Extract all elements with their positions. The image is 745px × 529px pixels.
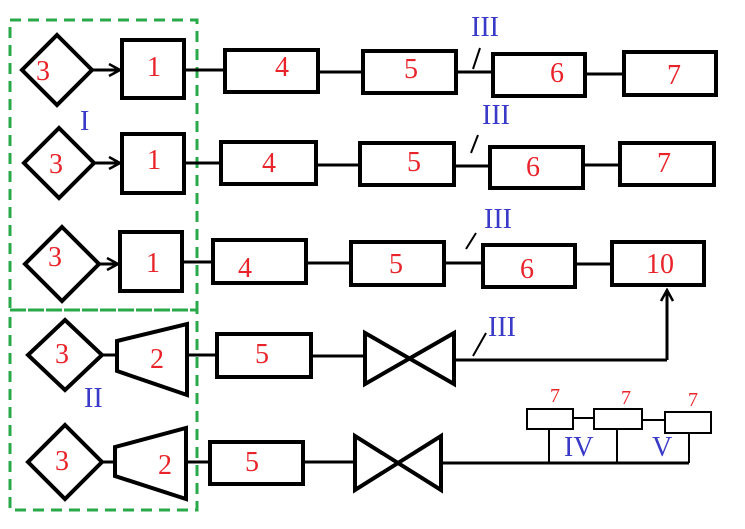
row-2-box-7 [618,141,716,187]
row-1-box-7 [622,50,718,97]
row-3-box-4 [211,238,308,285]
group-ii-label: II [84,383,103,414]
row-1-box-5-label: 5 [404,54,418,85]
row-5-box-5 [208,440,305,486]
group-i-label: I [80,106,89,137]
row-5-diamond-label: 3 [55,446,69,477]
row-2-box-4-label: 4 [262,148,276,179]
row-5-unit-compressor [113,425,188,502]
section-iv-label: IV [564,432,594,463]
row-2: 3 1 4 5 III 6 7 [21,100,716,201]
row-2-box-5 [358,141,456,187]
row-3: 3 1 4 5 III 6 10 [22,204,706,304]
row-3-unit-box [118,230,184,293]
row-1-unit-box [120,38,186,100]
row-2-diamond-label: 3 [49,149,63,180]
row-1-box-4 [223,48,320,94]
row-1-box-4-label: 4 [275,52,289,83]
row-4-unit-label: 2 [150,344,164,375]
row-1-diamond [19,32,95,108]
row-3-diamond-label: 3 [48,242,62,273]
row-2-box-4 [219,140,318,186]
row-1-box-5 [361,49,458,95]
row-1-unit-label: 1 [147,52,161,83]
row-5-valve [353,432,443,494]
row-2-box-7-label: 7 [657,148,671,179]
group-i-boundary [8,18,199,312]
row-4-unit-compressor [115,321,189,398]
row-5-unit-label: 2 [158,450,172,481]
row-3-box-10 [610,240,706,287]
row-4-box-5 [215,332,313,379]
row-1-marker-iii: III [471,12,499,43]
row-3-box-6 [481,243,577,289]
row-1: 3 1 4 5 III 6 7 [19,12,718,108]
consumer-box-2 [593,408,643,430]
row-3-marker-iii: III [484,204,512,235]
section-v-label: V [652,432,672,463]
row-1-diamond-label: 3 [36,56,50,87]
row-4-diamond-label: 3 [55,339,69,370]
row-2-box-6-label: 6 [526,152,540,183]
row-4: 3 2 5 III [25,290,667,398]
row-2-diamond [21,125,97,201]
row-2-unit-label: 1 [147,145,161,176]
row-1-box-6 [491,52,587,98]
row-3-box-5-label: 5 [389,249,403,280]
consumer-box-1-label: 7 [550,385,560,407]
row-3-unit-label: 1 [146,248,160,279]
row-4-valve [363,329,456,388]
consumer-box-1 [526,408,574,430]
row-5-diamond [25,422,105,502]
row-2-marker-iii: III [482,100,510,131]
row-1-box-7-label: 7 [667,60,681,91]
consumer-box-2-label: 7 [621,387,631,409]
group-ii-boundary [8,308,199,512]
row-5: 3 2 5 [25,422,689,502]
consumer-box-3 [664,411,712,434]
row-1-box-6-label: 6 [550,58,564,89]
consumer-box-3-label: 7 [688,389,698,411]
row-3-diamond [22,224,102,304]
row-2-box-6 [488,145,585,190]
row-3-box-6-label: 6 [520,254,534,285]
row-5-box-5-label: 5 [245,447,259,478]
row-4-box-5-label: 5 [255,339,269,370]
row-3-box-10-label: 10 [646,249,674,280]
consumer-network: 7 7 7 IV V [526,385,712,463]
row-3-box-4-label: 4 [238,253,252,284]
row-2-box-5-label: 5 [407,147,421,178]
row-4-marker-iii: III [488,312,516,343]
row-4-diamond [25,317,105,393]
